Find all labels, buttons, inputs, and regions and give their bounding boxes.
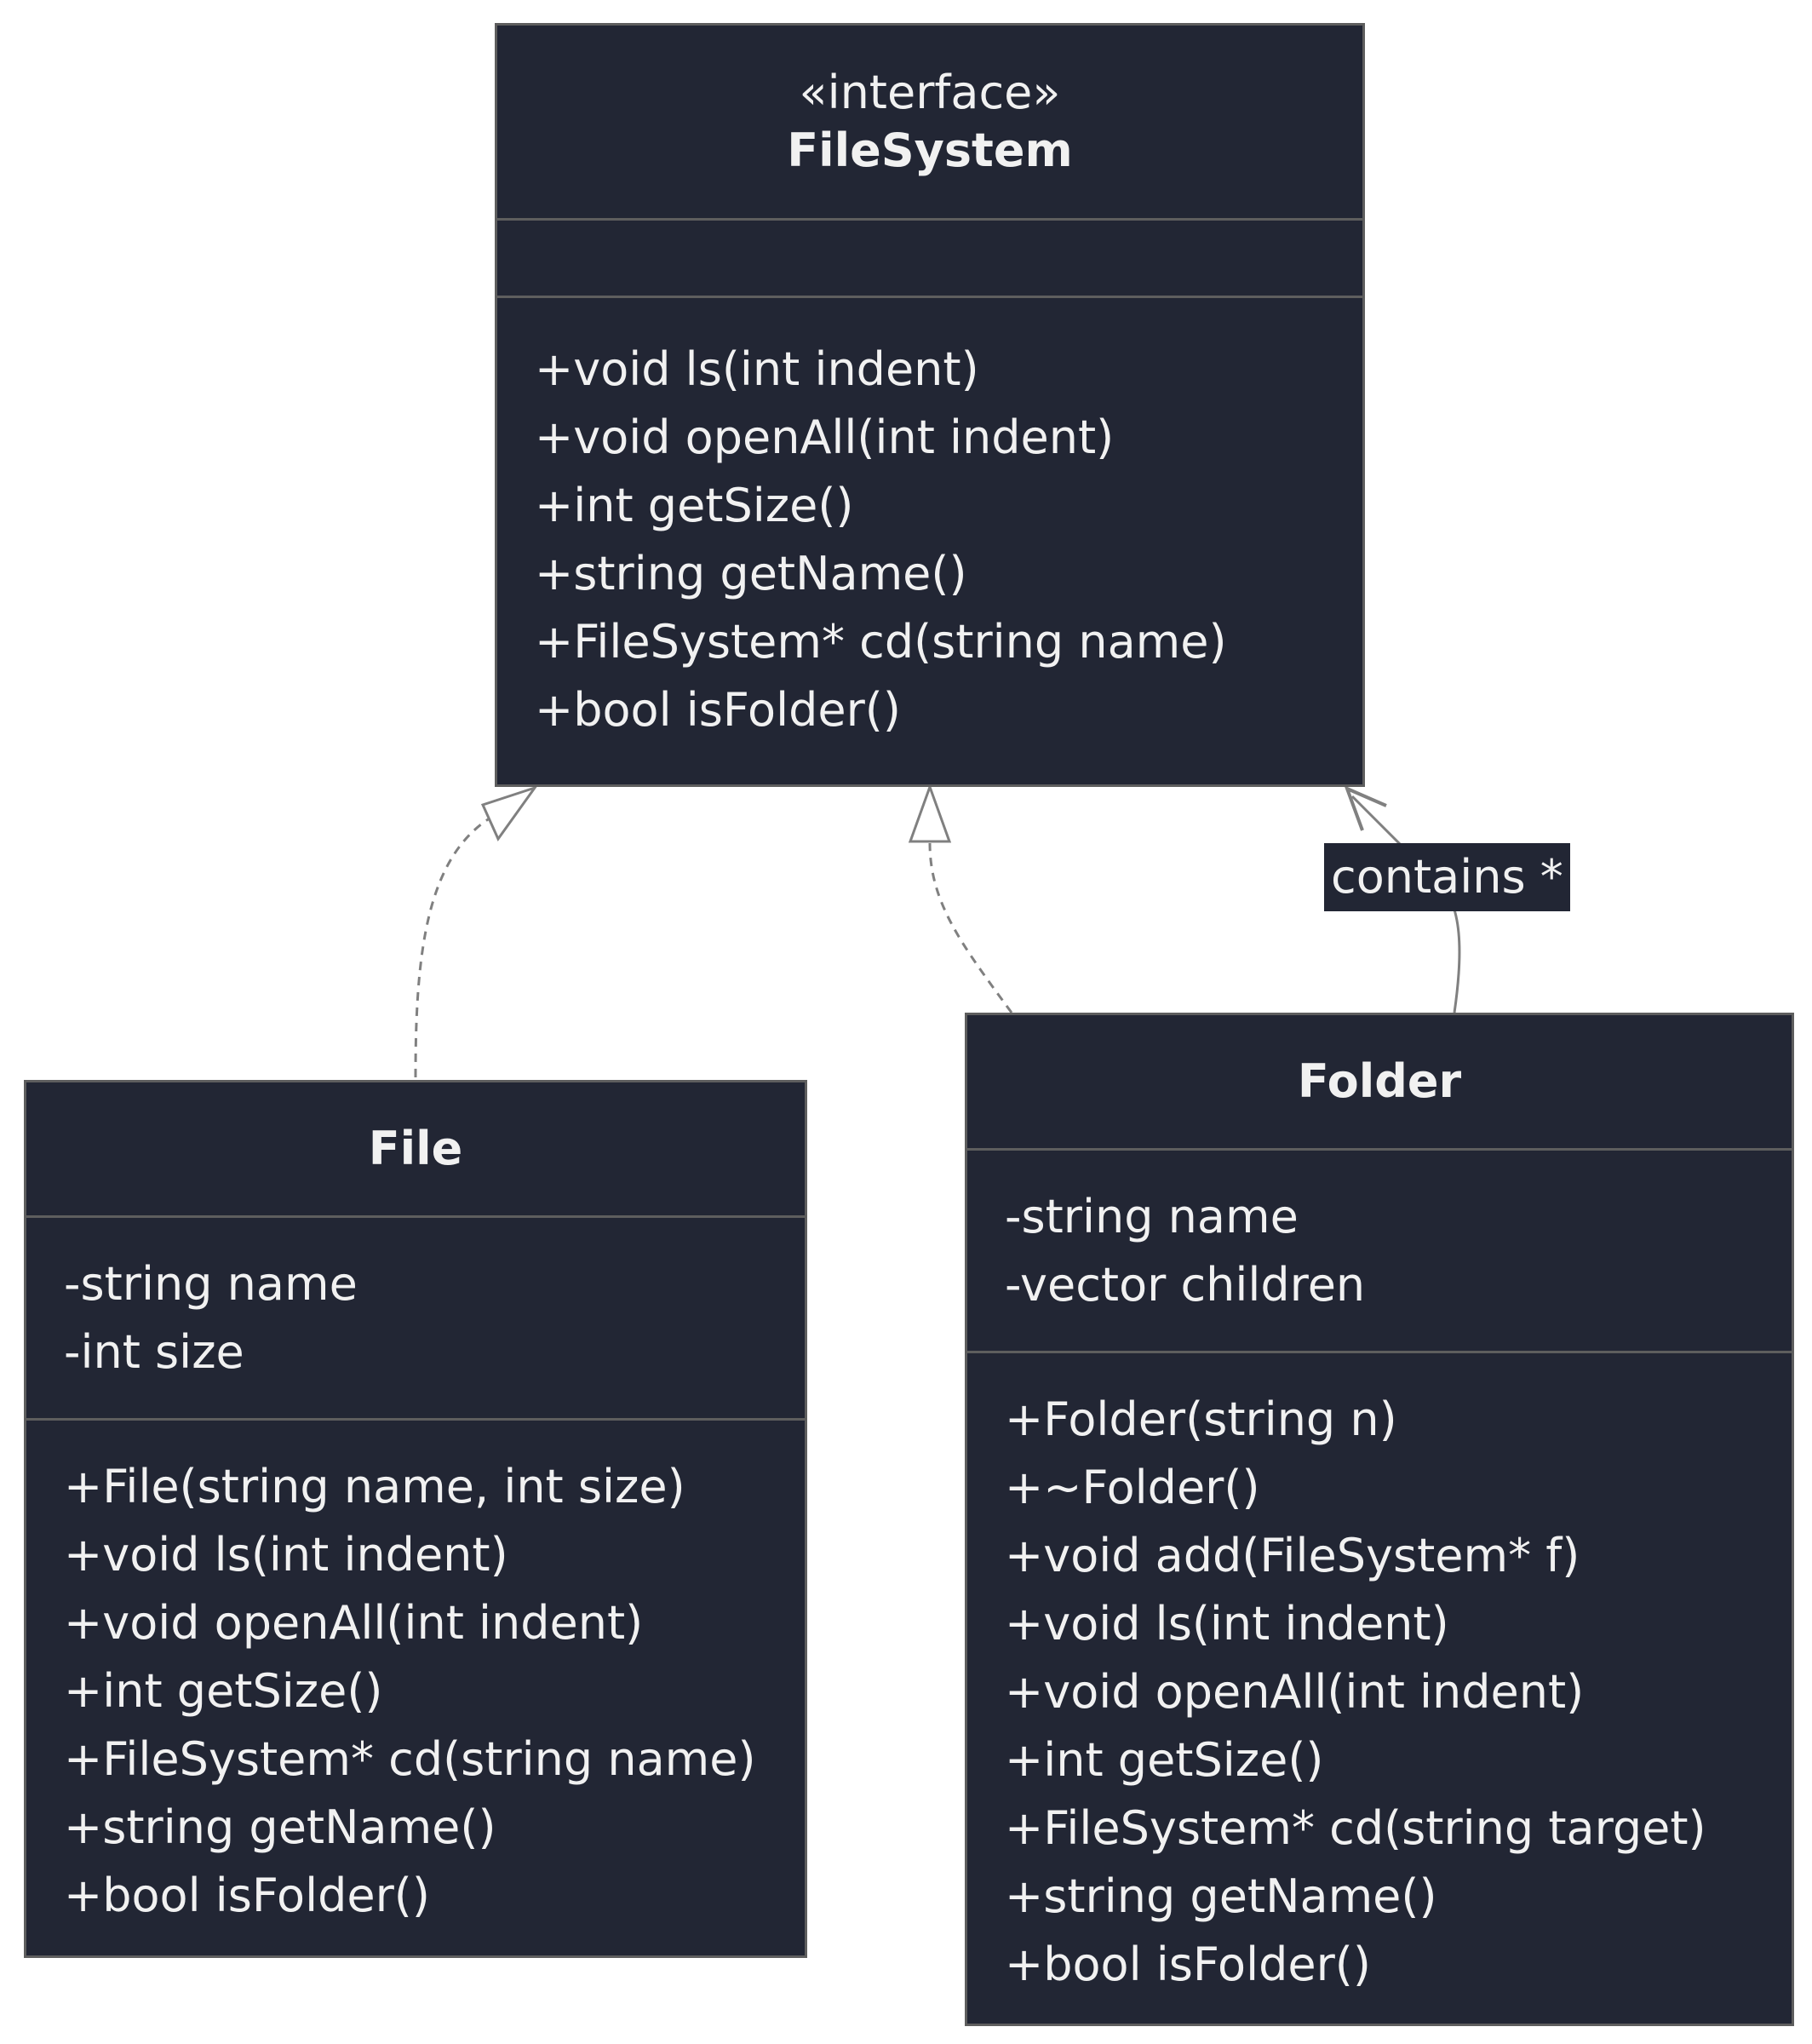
attribute: -vector children (1005, 1258, 1366, 1312)
realization-arrowhead-file (480, 785, 538, 841)
class-name-folder: Folder (1297, 1054, 1462, 1108)
stereotype-label: «interface» (799, 66, 1061, 119)
class-header-filesystem: «interface» FileSystem (497, 26, 1362, 221)
method: +void ls(int indent) (64, 1528, 508, 1582)
method: +FileSystem* cd(string target) (1005, 1801, 1706, 1855)
attributes-section-file: -string name -int size (26, 1218, 805, 1421)
method: +void ls(int indent) (1005, 1597, 1449, 1651)
method: +int getSize() (1005, 1733, 1324, 1787)
edge-folder-realizes-filesystem (928, 842, 1013, 1013)
methods-section-folder: +Folder(string n) +~Folder() +void add(F… (967, 1353, 1792, 1999)
attribute: -string name (64, 1257, 358, 1311)
method: +bool isFolder() (535, 683, 901, 737)
method: +FileSystem* cd(string name) (64, 1732, 756, 1786)
method: +string getName() (535, 547, 967, 600)
association-arrowhead (1344, 785, 1387, 831)
class-folder: Folder -string name -vector children +Fo… (965, 1013, 1794, 2026)
method: +void openAll(int indent) (1005, 1665, 1585, 1719)
class-name-filesystem: FileSystem (787, 123, 1073, 177)
class-file: File -string name -int size +File(string… (24, 1080, 807, 1958)
methods-section-file: +File(string name, int size) +void ls(in… (26, 1421, 805, 1930)
method: +Folder(string n) (1005, 1392, 1397, 1446)
method: +string getName() (1005, 1869, 1437, 1923)
methods-section-filesystem: +void ls(int indent) +void openAll(int i… (497, 298, 1362, 744)
method: +void add(FileSystem* f) (1005, 1529, 1580, 1582)
attributes-section-folder: -string name -vector children (967, 1151, 1792, 1353)
method: +int getSize() (535, 479, 854, 532)
edge-file-realizes-filesystem (414, 812, 499, 1078)
edge-label-contains: contains * (1324, 843, 1570, 911)
class-name-file: File (368, 1122, 463, 1175)
method: +void openAll(int indent) (535, 411, 1115, 464)
class-header-folder: Folder (967, 1015, 1792, 1151)
method: +int getSize() (64, 1664, 383, 1718)
method: +bool isFolder() (1005, 1938, 1371, 1991)
method: +void ls(int indent) (535, 342, 979, 396)
method: +File(string name, int size) (64, 1460, 685, 1513)
method: +void openAll(int indent) (64, 1596, 644, 1650)
class-filesystem: «interface» FileSystem +void ls(int inde… (495, 23, 1365, 787)
realization-arrowhead-folder (908, 783, 952, 843)
method: +FileSystem* cd(string name) (535, 615, 1227, 669)
attribute: -int size (64, 1325, 244, 1379)
attribute: -string name (1005, 1190, 1299, 1243)
method: +bool isFolder() (64, 1869, 430, 1922)
attributes-section-filesystem (497, 221, 1362, 298)
method: +string getName() (64, 1800, 496, 1854)
class-header-file: File (26, 1082, 805, 1218)
method: +~Folder() (1005, 1461, 1260, 1514)
